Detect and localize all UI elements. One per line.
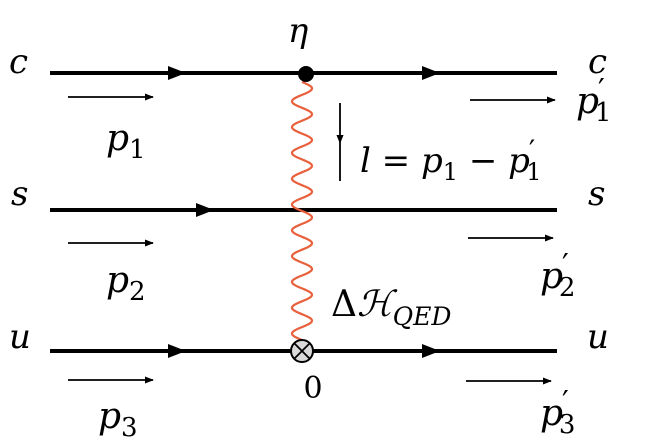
label-zero: 0 bbox=[303, 371, 322, 406]
label-s-right: s bbox=[588, 174, 605, 214]
label-c-right: c bbox=[588, 42, 607, 82]
label-eta: η bbox=[288, 11, 309, 51]
flow-arrow-icon bbox=[168, 344, 186, 358]
quark-line-s bbox=[50, 203, 557, 217]
operator-insertion-circled-times-icon bbox=[290, 339, 314, 363]
label-p1-prime: p′1 bbox=[576, 73, 611, 128]
label-u-right: u bbox=[587, 317, 609, 357]
label-s-left: s bbox=[11, 174, 28, 214]
label-p3-prime: p′3 bbox=[540, 385, 575, 440]
flow-arrow-icon bbox=[422, 66, 440, 80]
label-p2-prime: p′2 bbox=[540, 248, 575, 303]
photon-propagator bbox=[290, 80, 314, 342]
label-p3: p3 bbox=[98, 396, 138, 441]
label-p1: p1 bbox=[106, 118, 146, 165]
label-operator: ΔℋQED bbox=[331, 284, 451, 331]
flow-arrow-icon bbox=[196, 203, 214, 217]
label-u-left: u bbox=[9, 317, 31, 357]
label-p2: p2 bbox=[106, 260, 146, 307]
flow-arrow-icon bbox=[422, 344, 440, 358]
vertex-eta-dot-icon bbox=[298, 66, 314, 82]
label-transfer: l = p1 − p′1 bbox=[360, 134, 542, 186]
flow-arrow-icon bbox=[168, 66, 186, 80]
label-c-left: c bbox=[9, 42, 28, 82]
